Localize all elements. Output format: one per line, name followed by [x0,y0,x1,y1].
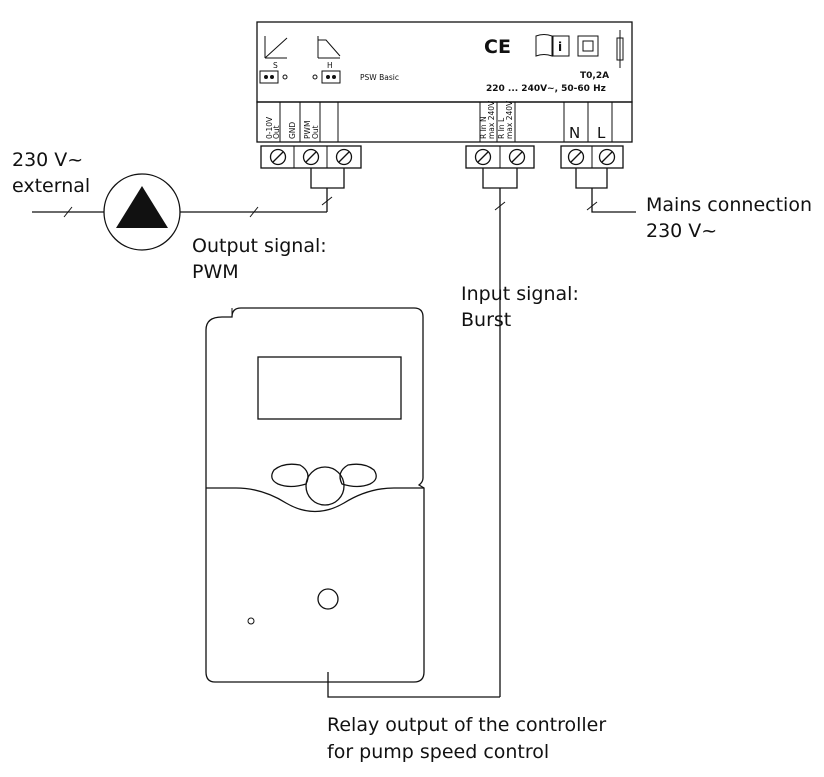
manual-book-icon: i [535,34,570,57]
screw-terminal-icon[interactable] [598,148,616,166]
curve-h-icon [317,36,341,59]
mains-connection-label: Mains connection [646,194,812,216]
voltage-rating: 220 ... 240V~, 50-60 Hz [486,84,606,94]
screw-terminal-icon[interactable] [567,148,585,166]
terminal-0-10v-label: 0-10V [265,116,274,139]
terminal-gnd-label: GND [288,122,297,139]
terminal-r-in-n-label: R In N [479,116,488,139]
wiring [32,168,636,698]
switch-s-label: S [273,61,278,70]
terminal-block-left [260,145,362,169]
controller-housing [205,307,425,683]
screw-terminal-icon[interactable] [335,148,353,166]
terminal-r-in-l-max-label: max 240V [505,100,514,139]
relay-output-label: Relay output of the controller [327,714,606,736]
fuse-icon [616,30,624,68]
terminal-0-10v-out-label: Out [272,125,281,139]
module-terminal-strip [256,101,633,143]
model-label: PSW Basic [360,73,399,82]
output-signal-type: PWM [192,261,239,283]
screw-terminal-icon[interactable] [269,148,287,166]
psw-module: S H PSW Basic CE i [256,21,633,143]
screw-terminal-icon[interactable] [508,148,526,166]
reset-button[interactable] [317,588,339,610]
terminal-pwm-label: PWM [303,121,312,139]
terminal-r-in-n-max-label: max 240V [487,100,496,139]
controller-display [257,356,402,420]
terminal-r-in-l-label: R In L [497,117,506,139]
terminal-l-label: L [597,124,606,142]
input-signal-type: Burst [461,309,511,331]
jumper-s[interactable] [259,70,288,84]
info-symbol: i [558,40,562,54]
external-label: external [12,175,90,197]
right-arrow-button[interactable] [339,463,377,488]
ce-mark: CE [484,36,511,58]
double-insulation-icon [577,35,599,57]
fuse-rating: T0,2A [580,71,609,81]
screw-terminal-icon[interactable] [302,148,320,166]
terminal-n-label: N [569,124,580,142]
external-voltage-label: 230 V~ [12,149,83,171]
switch-h-label: H [327,61,333,70]
terminal-pwm-out-label: Out [311,125,320,139]
output-signal-label: Output signal: [192,235,327,257]
input-signal-label: Input signal: [461,283,579,305]
curve-s-icon [264,36,288,59]
pump-symbol-icon [103,173,181,251]
terminal-block-middle [465,145,535,169]
relay-output-purpose: for pump speed control [327,741,549,763]
controller-cover-line [206,487,424,513]
mains-voltage-label: 230 V~ [646,220,717,242]
terminal-block-right [560,145,624,169]
left-arrow-button[interactable] [271,463,309,488]
status-led-icon [247,617,255,625]
select-button[interactable] [305,466,345,506]
jumper-h[interactable] [312,70,341,84]
controller-device [205,307,425,683]
screw-terminal-icon[interactable] [474,148,492,166]
